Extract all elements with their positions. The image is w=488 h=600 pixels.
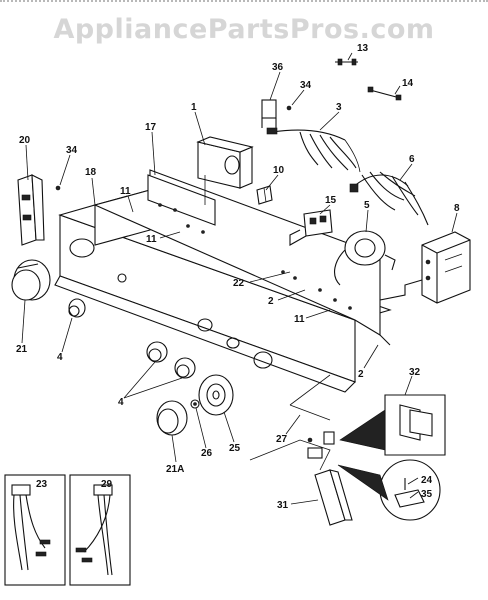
callout-3: 3 xyxy=(336,102,342,113)
part-20 xyxy=(17,174,61,246)
callout-29: 29 xyxy=(101,479,113,490)
callout-14: 14 xyxy=(402,78,414,89)
callout-31: 31 xyxy=(277,500,289,511)
callout-17: 17 xyxy=(145,122,157,133)
callout-21A: 21A xyxy=(166,464,184,475)
knob-4-pair xyxy=(146,341,196,379)
bracket-31 xyxy=(249,431,353,526)
callout-15: 15 xyxy=(325,195,337,206)
callout-4-pair: 4 xyxy=(118,397,124,408)
inset-box-29 xyxy=(69,474,131,586)
callout-23: 23 xyxy=(36,479,48,490)
spring-26 xyxy=(190,399,200,409)
detail-32 xyxy=(339,394,446,456)
callout-4-left: 4 xyxy=(57,352,63,363)
wire-harness-3 xyxy=(266,127,361,173)
knob-21A xyxy=(156,400,188,436)
timer-part xyxy=(196,136,254,205)
callout-13: 13 xyxy=(357,43,369,54)
callout-11-upper: 11 xyxy=(120,186,131,197)
callout-36: 36 xyxy=(272,62,284,73)
callout-32: 32 xyxy=(409,367,421,378)
console-panel xyxy=(54,169,392,421)
callout-11-lower: 11 xyxy=(294,314,305,325)
part-8 xyxy=(379,231,471,304)
callout-11-middle: 11 xyxy=(146,234,157,245)
watermark: AppliancePartsPros.com xyxy=(53,14,435,45)
callout-6: 6 xyxy=(409,154,415,165)
callout-8: 8 xyxy=(454,203,460,214)
part-13 xyxy=(335,58,358,66)
callout-2-lower: 2 xyxy=(358,369,364,380)
callout-21: 21 xyxy=(16,344,28,355)
callout-18: 18 xyxy=(85,167,97,178)
callout-10: 10 xyxy=(273,165,285,176)
leader-lines xyxy=(21,52,458,505)
knob-4-single xyxy=(68,298,86,318)
callout-2-upper: 2 xyxy=(268,296,274,307)
callout-1: 1 xyxy=(191,102,197,113)
detail-24-35 xyxy=(337,459,441,521)
callout-24: 24 xyxy=(421,475,433,486)
callout-labels: 13 14 36 34 1 3 17 20 34 18 10 6 11 11 1… xyxy=(16,43,460,511)
callout-34-top: 34 xyxy=(300,80,312,91)
callout-5: 5 xyxy=(364,200,370,211)
callout-25: 25 xyxy=(229,443,241,454)
callout-35: 35 xyxy=(421,489,433,500)
part-15 xyxy=(289,209,333,246)
part-10 xyxy=(256,185,273,205)
inset-box-23 xyxy=(4,474,66,586)
callout-26: 26 xyxy=(201,448,213,459)
pressure-switch-5 xyxy=(334,230,396,286)
wire-harness-6 xyxy=(349,171,429,226)
knob-21 xyxy=(11,259,51,301)
callout-20: 20 xyxy=(19,135,31,146)
part-36 xyxy=(261,99,292,128)
knob-25 xyxy=(198,374,234,416)
cropped-top-edge xyxy=(0,0,488,6)
callout-27: 27 xyxy=(276,434,288,445)
part-14 xyxy=(367,86,402,101)
callout-34-left: 34 xyxy=(66,145,78,156)
callout-22: 22 xyxy=(233,278,245,289)
